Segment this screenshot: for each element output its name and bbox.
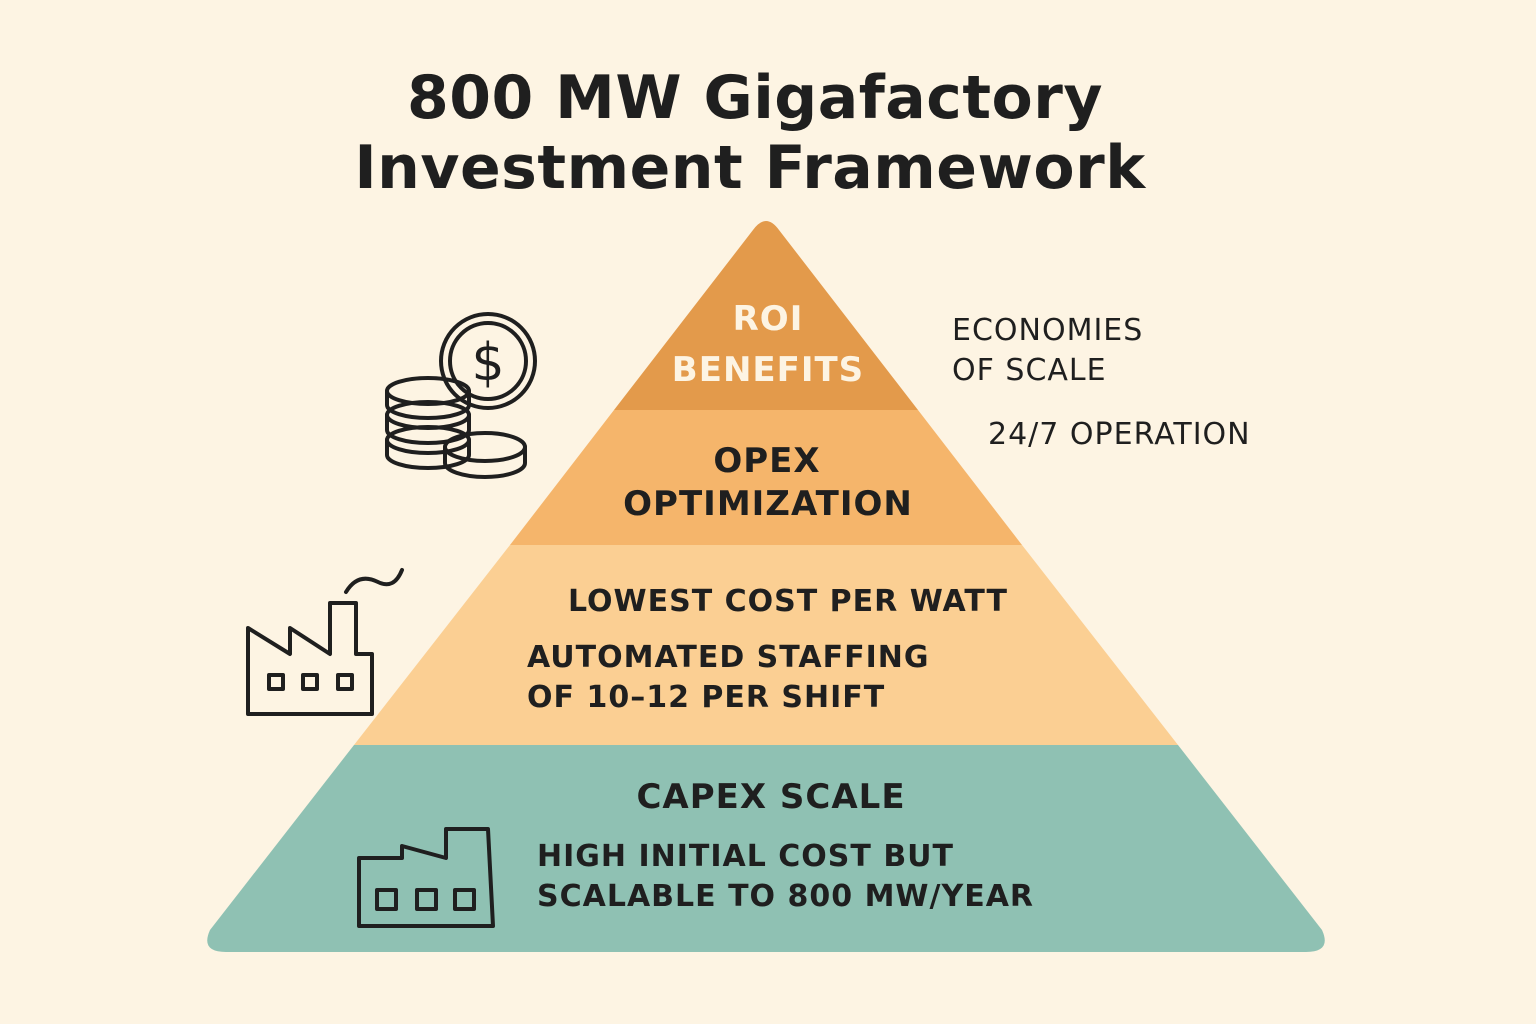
factory-smoke-icon	[246, 568, 404, 716]
title-line-2: Investment Framework	[354, 133, 1147, 203]
opex-label-line-2: OPTIMIZATION	[623, 484, 913, 524]
tier-opex-shape	[510, 410, 1022, 545]
capex-label: CAPEX SCALE	[636, 777, 905, 817]
middle-line-per-shift: OF 10–12 PER SHIFT	[527, 680, 885, 715]
pyramid	[207, 221, 1325, 952]
operation-note: 24/7 OPERATION	[988, 417, 1251, 452]
coins-dollar-icon: $	[385, 312, 537, 479]
tier-roi-shape	[614, 221, 918, 410]
dollar-symbol: $	[471, 333, 504, 393]
middle-line-automated-staffing: AUTOMATED STAFFING	[527, 640, 930, 675]
roi-label-line-2: BENEFITS	[672, 350, 864, 390]
factory-icon	[357, 827, 495, 928]
capex-line-scalable: SCALABLE TO 800 MW/YEAR	[537, 879, 1034, 914]
tier-middle-shape	[354, 545, 1178, 745]
economies-of-scale-line-1: ECONOMIES	[952, 313, 1143, 348]
middle-line-lowest-cost: LOWEST COST PER WATT	[568, 584, 1008, 619]
opex-label-line-1: OPEX	[713, 441, 820, 481]
economies-of-scale-line-2: OF SCALE	[952, 353, 1107, 388]
title-line-1: 800 MW Gigafactory	[407, 63, 1103, 133]
capex-line-high-initial-cost: HIGH INITIAL COST BUT	[537, 839, 954, 874]
tier-capex-shape	[207, 745, 1325, 952]
roi-label-line-1: ROI	[733, 299, 804, 339]
